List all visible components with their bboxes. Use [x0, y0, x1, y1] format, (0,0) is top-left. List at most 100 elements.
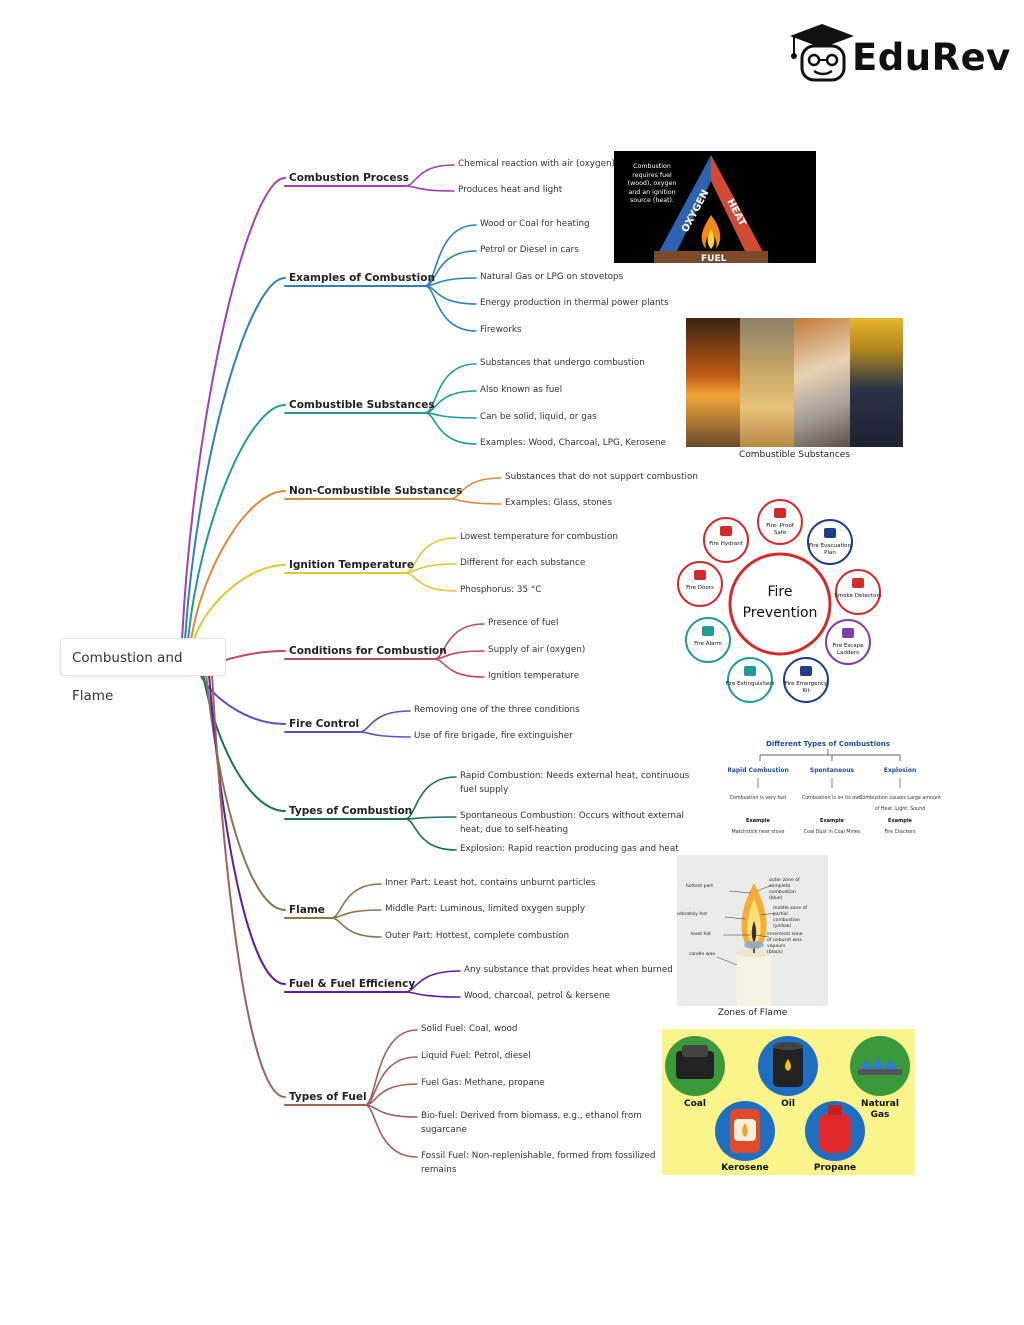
leaf-combustible-substances-4[interactable]: Examples: Wood, Charcoal, LPG, Kerosene — [480, 438, 666, 448]
types-col-desc-1: Combustion is very fast — [730, 795, 787, 801]
prevention-icon-4 — [842, 628, 854, 638]
leaf-fire-control-2[interactable]: Use of fire brigade, fire extinguisher — [414, 731, 573, 741]
leaf-non-combustible-substances-1[interactable]: Substances that do not support combustio… — [505, 472, 698, 482]
leaf-connector-combustion-process-0 — [404, 164, 455, 187]
prevention-label-2-2: Plan — [824, 550, 836, 556]
leaf-combustible-substances-3[interactable]: Can be solid, liquid, or gas — [480, 412, 597, 422]
branch-examples-of-combustion[interactable]: Examples of Combustion — [289, 272, 435, 284]
fuel-label-propane: Propane — [813, 1163, 857, 1173]
flame-label-moderately-1: moderately hot — [677, 911, 707, 917]
leaf-combustion-process-2[interactable]: Produces heat and light — [458, 185, 563, 195]
leaf-flame-3[interactable]: Outer Part: Hottest, complete combustion — [385, 931, 570, 941]
flame-label-inner-3: vapours — [767, 943, 786, 949]
branch-flame[interactable]: Flame — [289, 904, 325, 916]
leaf-connector-fuel-efficiency-1 — [404, 991, 461, 998]
types-col-example-2: Coal Dust in Coal Mines — [804, 829, 861, 835]
prevention-icon-9 — [720, 526, 732, 536]
leaf-connector-types-of-combustion-0 — [404, 776, 457, 820]
branch-ignition-temperature[interactable]: Ignition Temperature — [289, 559, 414, 571]
prevention-label-3-1: Smoke Detectors — [834, 593, 881, 599]
leaf-ignition-temperature-2[interactable]: Different for each substance — [460, 558, 586, 568]
branch-fuel-efficiency[interactable]: Fuel & Fuel Efficiency — [289, 978, 416, 990]
leaf-connector-fire-control-1 — [358, 731, 411, 738]
types-col-example-3: Fire Crackers — [884, 829, 916, 835]
leaf-combustible-substances-1[interactable]: Substances that undergo combustion — [480, 358, 645, 368]
branch-types-of-fuel[interactable]: Types of Fuel — [289, 1091, 367, 1103]
prevention-icon-5 — [800, 666, 812, 676]
leaf-examples-of-combustion-2[interactable]: Petrol or Diesel in cars — [480, 245, 579, 255]
brand-name: EduRev — [852, 36, 1011, 79]
leaf-combustion-process-1[interactable]: Chemical reaction with air (oxygen) — [458, 159, 615, 169]
leaf-ignition-temperature-3[interactable]: Phosphorus: 35 °C — [460, 585, 542, 595]
leaf-types-of-combustion-3[interactable]: Explosion: Rapid reaction producing gas … — [460, 844, 679, 854]
flame-label-hottest-1: hottest part — [686, 883, 713, 889]
prevention-circle-1 — [757, 499, 803, 545]
leaf-types-of-combustion-1[interactable]: Rapid Combustion: Needs external heat, c… — [460, 771, 690, 795]
flame-label-outer-3: combustion — [769, 889, 796, 895]
leaf-types-of-fuel-1[interactable]: Solid Fuel: Coal, wood — [421, 1024, 518, 1034]
types-col-example-label-2: Example — [820, 818, 845, 824]
branch-non-combustible-substances[interactable]: Non-Combustible Substances — [289, 485, 463, 497]
leaf-flame-2[interactable]: Middle Part: Luminous, limited oxygen su… — [385, 904, 586, 914]
leaf-connector-types-of-combustion-2 — [404, 818, 457, 851]
leaf-types-of-fuel-5[interactable]: Fossil Fuel: Non-replenishable, formed f… — [421, 1151, 656, 1175]
leaf-combustible-substances-2[interactable]: Also known as fuel — [480, 385, 563, 395]
fuel-label-natural-gas: Natural Gas — [861, 1099, 899, 1120]
connector-combustible-substances — [187, 404, 286, 641]
leaf-fire-control-1[interactable]: Removing one of the three conditions — [414, 705, 580, 715]
prevention-center-line2: Prevention — [743, 605, 818, 621]
leaf-connector-types-of-fuel-1 — [364, 1056, 418, 1106]
graduate-icon — [790, 24, 854, 82]
leaf-examples-of-combustion-5[interactable]: Fireworks — [480, 325, 522, 335]
leaf-connector-flame-2 — [330, 917, 382, 938]
types-col-desc-2: Combustion is on its own — [802, 795, 862, 801]
prevention-label-6-1: Fire Extinguishers — [726, 681, 775, 687]
types-col-name-2: Spontaneous — [810, 767, 855, 774]
connector-examples-of-combustion — [184, 277, 286, 641]
leaf-types-of-fuel-2[interactable]: Liquid Fuel: Petrol, diesel — [421, 1051, 531, 1061]
leaf-fuel-efficiency-1[interactable]: Any substance that provides heat when bu… — [464, 965, 673, 975]
flame-label-inner-2: of unburnt wax — [767, 937, 802, 943]
connector-ignition-temperature — [193, 564, 286, 641]
flame-label-middle-2: partial — [773, 911, 788, 917]
flame-label-wax-1: candle wax — [689, 951, 715, 957]
prevention-label-7-1: Fire Alarm — [694, 641, 722, 647]
triangle-fuel-label: FUEL — [701, 254, 727, 263]
prevention-icon-1 — [774, 508, 786, 518]
leaf-connector-types-of-fuel-2 — [364, 1083, 418, 1106]
leaf-conditions-for-combustion-1[interactable]: Presence of fuel — [488, 618, 559, 628]
leaf-types-of-fuel-3[interactable]: Fuel Gas: Methane, propane — [421, 1078, 545, 1088]
leaf-examples-of-combustion-4[interactable]: Energy production in thermal power plant… — [480, 298, 669, 308]
leaf-types-of-combustion-2[interactable]: Spontaneous Combustion: Occurs without e… — [460, 811, 684, 835]
flame-label-outer-4: (blue) — [769, 895, 783, 901]
leaf-examples-of-combustion-1[interactable]: Wood or Coal for heating — [480, 219, 590, 229]
types-col-example-label-1: Example — [746, 818, 771, 824]
types-col-desc-3a: Combustion causes Large amount — [859, 795, 941, 801]
connector-flame — [205, 673, 286, 911]
leaf-types-of-fuel-4[interactable]: Bio-fuel: Derived from biomass, e.g., et… — [421, 1111, 642, 1135]
leaf-conditions-for-combustion-3[interactable]: Ignition temperature — [488, 671, 580, 681]
branch-types-of-combustion[interactable]: Types of Combustion — [289, 805, 413, 817]
prevention-label-8-1: Fire Doors — [686, 585, 714, 591]
connector-non-combustible-substances — [190, 490, 286, 641]
root-node[interactable]: Combustion and Flame — [60, 638, 226, 704]
prevention-label-4-2: Ladders — [837, 650, 859, 656]
leaf-conditions-for-combustion-2[interactable]: Supply of air (oxygen) — [488, 645, 586, 655]
leaf-connector-types-of-combustion-1 — [404, 816, 457, 820]
combustion-types-table: Different Types of Combustions Rapid Com… — [728, 736, 968, 840]
leaf-connector-types-of-fuel-4 — [364, 1104, 418, 1158]
leaf-fuel-efficiency-2[interactable]: Wood, charcoal, petrol & kersene — [464, 991, 610, 1001]
branch-fire-control[interactable]: Fire Control — [289, 718, 360, 730]
branch-combustible-substances[interactable]: Combustible Substances — [289, 399, 435, 411]
prevention-circle-3 — [835, 569, 881, 615]
leaf-flame-1[interactable]: Inner Part: Least hot, contains unburnt … — [385, 878, 596, 888]
branch-combustion-process[interactable]: Combustion Process — [289, 172, 409, 184]
combustible-caption: Combustible Substances — [738, 450, 851, 460]
types-col-example-label-3: Example — [888, 818, 913, 824]
types-col-name-3: Explosion — [884, 767, 916, 774]
leaf-examples-of-combustion-3[interactable]: Natural Gas or LPG on stovetops — [480, 272, 624, 282]
leaf-non-combustible-substances-2[interactable]: Examples: Glass, stones — [505, 498, 612, 508]
leaf-ignition-temperature-1[interactable]: Lowest temperature for combustion — [460, 532, 618, 542]
branch-conditions-for-combustion[interactable]: Conditions for Combustion — [289, 645, 447, 657]
